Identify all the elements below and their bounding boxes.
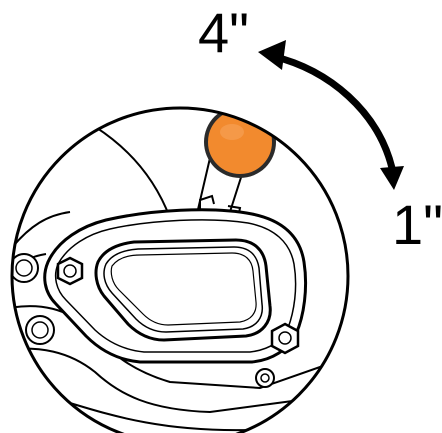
housing-curve-upper xyxy=(59,108,171,219)
cover-window xyxy=(94,238,272,342)
upper-setting-label: 4" xyxy=(198,1,249,64)
orange-knob-icon xyxy=(204,108,276,178)
detail-circle-outline xyxy=(10,106,350,433)
lower-setting-label: 1" xyxy=(392,193,442,256)
left-bolt-lower xyxy=(25,315,55,345)
plate-bolt-right xyxy=(270,322,300,355)
frame-line-3 xyxy=(59,399,251,432)
lower-bolt xyxy=(255,368,275,388)
left-bolt-upper xyxy=(12,253,39,283)
frame-line-2 xyxy=(12,347,348,414)
detail-content xyxy=(12,108,348,432)
cover-plate xyxy=(43,208,308,364)
curved-double-arrow-icon xyxy=(258,40,404,190)
plate-bolt-left xyxy=(56,256,84,286)
detail-view xyxy=(10,106,350,433)
